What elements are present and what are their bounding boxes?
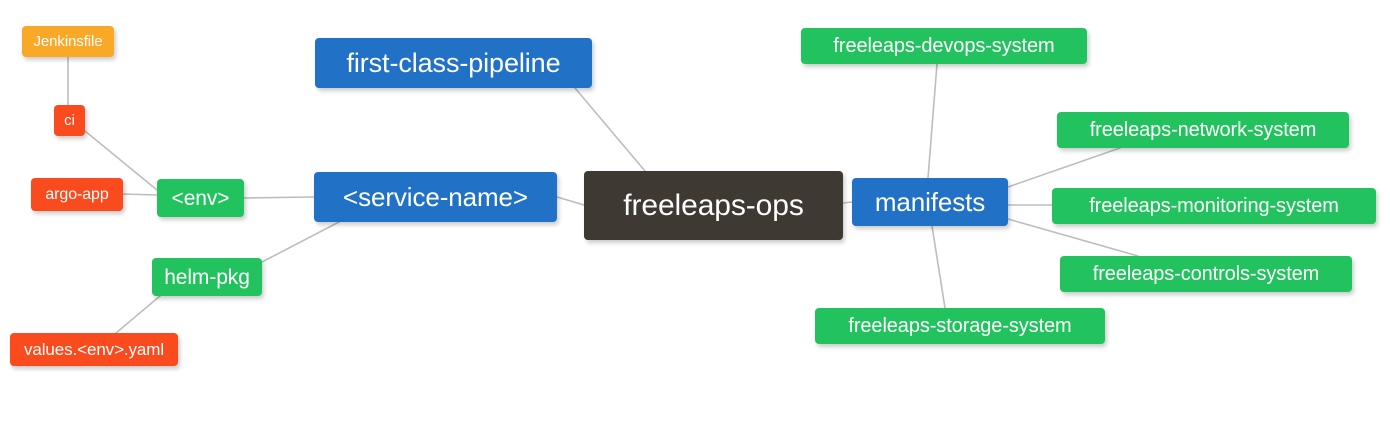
node-label-env: <env> [171,186,230,210]
node-label-first-class-pipeline: first-class-pipeline [346,47,561,78]
node-helm-pkg[interactable]: helm-pkg [152,258,262,296]
edge-manifests-network [1007,147,1121,188]
node-label-jenkinsfile: Jenkinsfile [33,33,103,50]
edge-helm-values [115,295,161,334]
edge-manifests-controls [1007,218,1139,257]
edge-env-argo [122,193,158,196]
edge-root-service [556,196,585,206]
node-freeleaps-storage-system[interactable]: freeleaps-storage-system [815,308,1105,344]
node-values-env-yaml[interactable]: values.<env>.yaml [10,333,178,366]
node-manifests[interactable]: manifests [852,178,1008,226]
node-freeleaps-devops-system[interactable]: freeleaps-devops-system [801,28,1087,64]
node-argo-app[interactable]: argo-app [31,178,123,211]
node-freeleaps-monitoring-system[interactable]: freeleaps-monitoring-system [1052,188,1376,224]
node-freeleaps-network-system[interactable]: freeleaps-network-system [1057,112,1349,148]
edge-root-pipeline [574,87,646,172]
node-freeleaps-ops[interactable]: freeleaps-ops [584,171,843,240]
node-jenkinsfile[interactable]: Jenkinsfile [22,26,114,57]
node-service-name[interactable]: <service-name> [314,172,557,222]
node-label-manifests: manifests [874,187,986,217]
edge-manifests-devops [927,63,938,179]
edge-service-env [243,196,315,199]
node-label-values-env-yaml: values.<env>.yaml [23,340,165,359]
node-label-freeleaps-storage-system: freeleaps-storage-system [848,315,1072,337]
node-label-freeleaps-ops: freeleaps-ops [623,188,804,222]
node-label-ci: ci [64,112,75,129]
node-label-freeleaps-monitoring-system: freeleaps-monitoring-system [1089,195,1339,217]
edge-root-manifests [842,201,853,204]
edge-manifests-storage [931,225,946,309]
node-freeleaps-controls-system[interactable]: freeleaps-controls-system [1060,256,1352,292]
node-label-freeleaps-devops-system: freeleaps-devops-system [833,35,1055,57]
edge-service-helm [261,221,340,263]
node-label-service-name: <service-name> [342,182,529,212]
node-ci[interactable]: ci [54,105,85,136]
node-label-freeleaps-network-system: freeleaps-network-system [1089,119,1317,141]
node-label-freeleaps-controls-system: freeleaps-controls-system [1092,263,1320,285]
node-label-helm-pkg: helm-pkg [164,265,250,289]
node-label-argo-app: argo-app [45,185,109,203]
node-env[interactable]: <env> [157,179,244,217]
node-first-class-pipeline[interactable]: first-class-pipeline [315,38,592,88]
